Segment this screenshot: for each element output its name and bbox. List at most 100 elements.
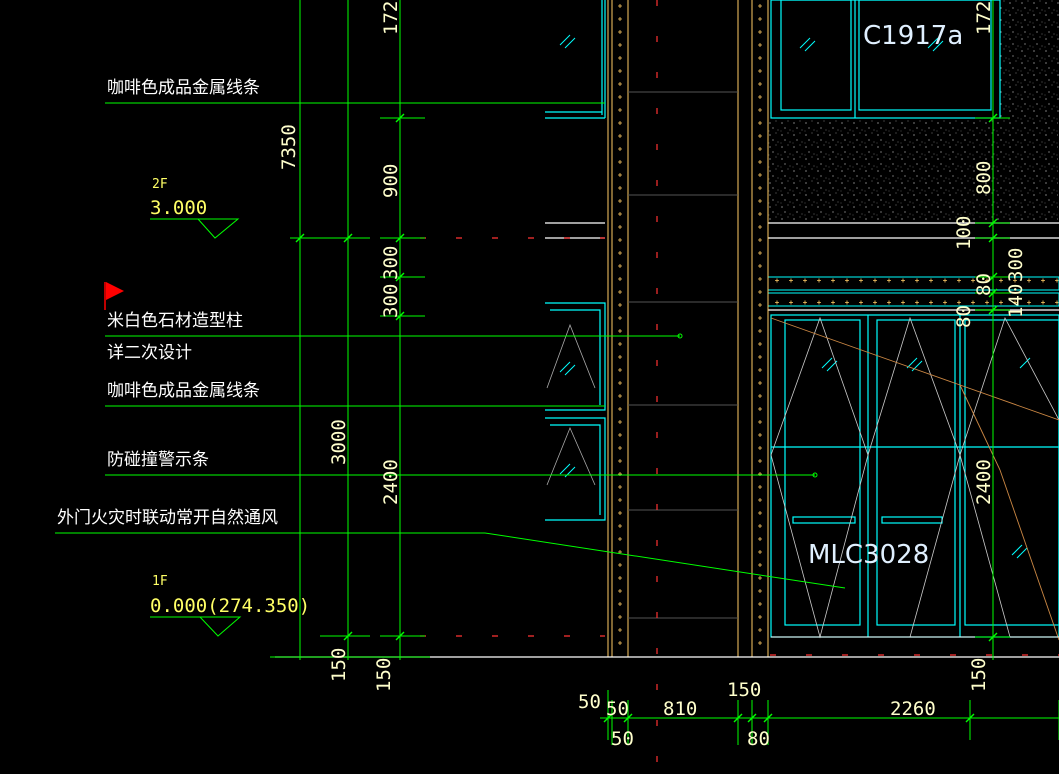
column-plus-mark bbox=[758, 212, 762, 216]
column-plus-mark bbox=[618, 381, 622, 385]
dim-300-a: 300 bbox=[380, 246, 402, 280]
dimension-ticks bbox=[295, 113, 998, 723]
column-plus-mark bbox=[758, 277, 762, 281]
column-plus-mark bbox=[758, 225, 762, 229]
dim-7350: 7350 bbox=[278, 124, 300, 170]
column-plus-mark bbox=[758, 368, 762, 372]
column-plus-mark bbox=[618, 394, 622, 398]
dim-h-50-c: 50 bbox=[611, 728, 634, 750]
level-1f-name: 1F bbox=[152, 574, 168, 589]
column-plus-mark bbox=[758, 537, 762, 541]
column-plus-mark bbox=[758, 485, 762, 489]
column-plus-mark bbox=[758, 290, 762, 294]
column-plus-mark bbox=[618, 199, 622, 203]
column-plus-mark bbox=[758, 342, 762, 346]
column-plus-mark bbox=[758, 95, 762, 99]
column-plus-mark bbox=[618, 43, 622, 47]
column-plus-mark bbox=[758, 264, 762, 268]
annotation-anti-collision-strip: 防碰撞警示条 bbox=[107, 450, 209, 470]
column-plus-mark bbox=[758, 121, 762, 125]
side-window-diagonals bbox=[546, 323, 596, 486]
column-plus-mark bbox=[618, 641, 622, 645]
dimension-lines bbox=[55, 0, 1059, 745]
column-plus-mark bbox=[618, 69, 622, 73]
annotation-coffee-trim-mid: 咖啡色成品金属线条 bbox=[107, 381, 260, 401]
column-plus-mark bbox=[758, 381, 762, 385]
window-tag: C1917a bbox=[863, 21, 963, 51]
dim-2400-right: 2400 bbox=[973, 459, 995, 505]
column-plus-mark bbox=[618, 563, 622, 567]
column-plus-mark bbox=[758, 316, 762, 320]
column-plus-mark bbox=[758, 186, 762, 190]
dim-2400-left: 2400 bbox=[380, 459, 402, 505]
dim-150-left: 150 bbox=[328, 648, 350, 682]
column-plus-mark bbox=[618, 368, 622, 372]
column-plus-mark bbox=[758, 199, 762, 203]
column-plus-mark bbox=[618, 238, 622, 242]
column-plus-mark bbox=[618, 316, 622, 320]
column-plus-mark bbox=[758, 394, 762, 398]
dim-140: 140 bbox=[1005, 284, 1027, 318]
column-plus-mark bbox=[618, 95, 622, 99]
column-plus-mark bbox=[618, 342, 622, 346]
column-plus-mark bbox=[618, 277, 622, 281]
column-plus-mark bbox=[618, 82, 622, 86]
column-plus-marks bbox=[618, 4, 762, 645]
dim-300-b: 300 bbox=[380, 284, 402, 318]
beam-bands bbox=[545, 222, 1059, 239]
column-plus-mark bbox=[618, 303, 622, 307]
column-plus-mark bbox=[618, 4, 622, 8]
column-plus-mark bbox=[758, 160, 762, 164]
column-plus-mark bbox=[618, 615, 622, 619]
dim-300-right: 300 bbox=[1005, 248, 1027, 282]
dim-h-50-a: 50 bbox=[578, 691, 601, 713]
column-plus-mark bbox=[618, 290, 622, 294]
dim-h-2260: 2260 bbox=[890, 698, 936, 720]
column-plus-mark bbox=[618, 628, 622, 632]
flag-icon bbox=[104, 282, 124, 310]
column-plus-mark bbox=[758, 17, 762, 21]
column-plus-mark bbox=[618, 433, 622, 437]
annotation-fire-vent-note: 外门火灾时联动常开自然通风 bbox=[57, 508, 278, 528]
column-plus-mark bbox=[758, 576, 762, 580]
column-plus-mark bbox=[758, 355, 762, 359]
column-plus-mark bbox=[758, 173, 762, 177]
column-plus-mark bbox=[618, 56, 622, 60]
column-plus-mark bbox=[618, 173, 622, 177]
column-plus-mark bbox=[618, 576, 622, 580]
column-plus-mark bbox=[758, 303, 762, 307]
column-plus-mark bbox=[758, 43, 762, 47]
column-joints bbox=[628, 91, 738, 619]
dim-3000: 3000 bbox=[328, 419, 350, 465]
stone-texture-strip bbox=[1000, 0, 1059, 120]
column-plus-mark bbox=[758, 420, 762, 424]
column-plus-mark bbox=[758, 108, 762, 112]
door-brown-lines bbox=[770, 317, 1059, 641]
door-frame bbox=[770, 314, 1059, 638]
column-plus-mark bbox=[758, 511, 762, 515]
door-tag: MLC3028 bbox=[808, 540, 929, 570]
dim-80-b: 80 bbox=[953, 305, 975, 328]
column-plus-mark bbox=[618, 121, 622, 125]
column-plus-mark bbox=[758, 589, 762, 593]
column-plus-mark bbox=[758, 69, 762, 73]
door-swing-lines bbox=[770, 316, 1059, 639]
column-plus-mark bbox=[618, 264, 622, 268]
column-plus-mark bbox=[618, 108, 622, 112]
dim-80-a: 80 bbox=[973, 273, 995, 296]
column-plus-mark bbox=[618, 225, 622, 229]
annotation-see-secondary-design: 详二次设计 bbox=[107, 343, 192, 363]
column-plus-mark bbox=[758, 615, 762, 619]
column-plus-mark bbox=[758, 628, 762, 632]
column-plus-mark bbox=[618, 212, 622, 216]
column-plus-mark bbox=[618, 524, 622, 528]
dim-150-mid: 150 bbox=[373, 658, 395, 692]
column-plus-mark bbox=[758, 446, 762, 450]
column-plus-mark bbox=[758, 602, 762, 606]
column-plus-mark bbox=[758, 641, 762, 645]
column-plus-mark bbox=[758, 498, 762, 502]
column-plus-mark bbox=[618, 17, 622, 21]
dim-100: 100 bbox=[953, 216, 975, 250]
annotation-white-stone-column: 米白色石材造型柱 bbox=[107, 311, 243, 331]
